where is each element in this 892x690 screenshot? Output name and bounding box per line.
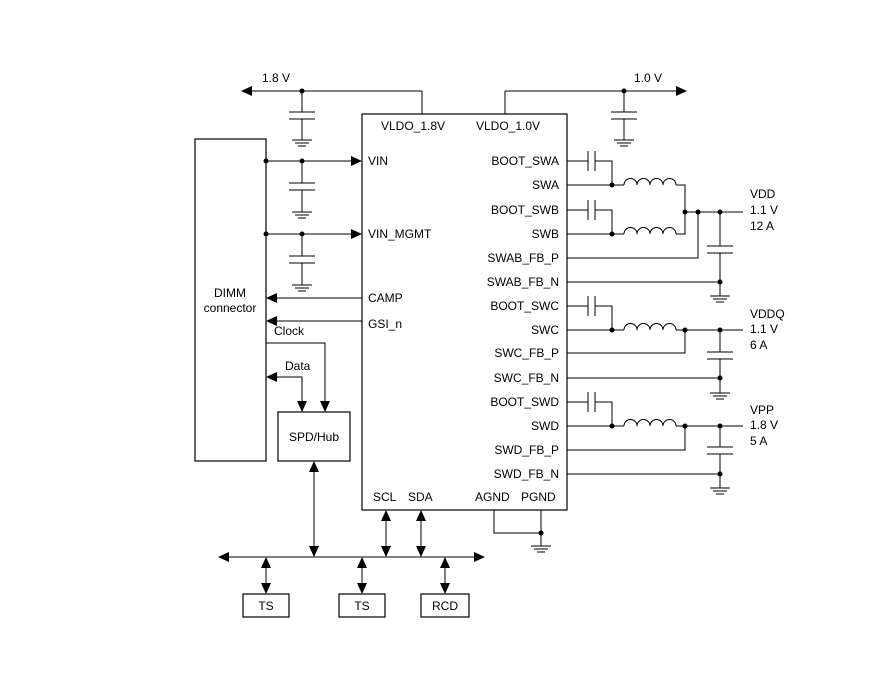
vddq-name: VDDQ xyxy=(750,307,785,321)
clock-net: Clock xyxy=(266,324,330,412)
vdd-name: VDD xyxy=(750,187,776,201)
i2c-bus xyxy=(218,461,485,594)
pin-swab-fb-n: SWAB_FB_N xyxy=(487,275,559,289)
pin-vldo-1v0: VLDO_1.0V xyxy=(476,119,540,133)
ts-device-2 xyxy=(338,593,386,618)
pin-swab-fb-p: SWAB_FB_P xyxy=(487,251,559,265)
rail-1v0: 1.0 V xyxy=(504,71,687,147)
rail-1v8-label: 1.8 V xyxy=(262,71,290,85)
ts-device-2-label: TS xyxy=(354,599,369,613)
pin-boot-swa: BOOT_SWA xyxy=(491,154,559,168)
rail-1v0-label: 1.0 V xyxy=(634,71,662,85)
pin-boot-swb: BOOT_SWB xyxy=(491,203,559,217)
vdd-voltage: 1.1 V xyxy=(750,203,778,217)
vdd-output: VDD 1.1 V 12 A xyxy=(567,187,778,303)
pin-swd-fb-p: SWD_FB_P xyxy=(494,443,559,457)
rcd-device xyxy=(420,593,470,618)
vin-mgmt-net xyxy=(263,229,362,292)
rail-1v8: 1.8 V xyxy=(241,71,423,147)
pin-swa: SWA xyxy=(532,178,559,192)
pin-vin: VIN xyxy=(368,154,388,168)
phase-c: VDDQ 1.1 V 6 A xyxy=(567,296,785,400)
pin-swc-fb-p: SWC_FB_P xyxy=(494,346,559,360)
phase-a xyxy=(567,151,686,212)
pin-sda: SDA xyxy=(408,490,433,504)
pin-swd: SWD xyxy=(531,419,559,433)
clock-label: Clock xyxy=(274,324,305,338)
pin-vldo-1v8: VLDO_1.8V xyxy=(381,119,445,133)
pin-boot-swd: BOOT_SWD xyxy=(490,395,559,409)
vddq-current: 6 A xyxy=(750,338,767,352)
pin-swc: SWC xyxy=(531,323,559,337)
phase-b xyxy=(567,200,686,237)
vin-net xyxy=(263,156,362,219)
dimm-label-line1: DIMM xyxy=(214,286,246,300)
pin-swd-fb-n: SWD_FB_N xyxy=(494,467,559,481)
pmic-ground xyxy=(493,510,551,553)
data-label: Data xyxy=(285,359,311,373)
ts-device-1-label: TS xyxy=(258,599,273,613)
pin-agnd: AGND xyxy=(475,490,510,504)
right-pin-labels: BOOT_SWA SWA BOOT_SWB SWB SWAB_FB_P SWAB… xyxy=(487,154,560,481)
data-net: Data xyxy=(266,359,311,412)
pin-vin-mgmt: VIN_MGMT xyxy=(368,227,432,241)
gsi-net xyxy=(266,316,362,326)
vpp-current: 5 A xyxy=(750,434,767,448)
pin-boot-swc: BOOT_SWC xyxy=(490,299,559,313)
pin-gsi-n: GSI_n xyxy=(368,317,402,331)
spd-hub xyxy=(277,411,351,462)
dimm-connector xyxy=(194,138,267,462)
rcd-device-label: RCD xyxy=(432,599,458,613)
vddq-voltage: 1.1 V xyxy=(750,322,778,336)
ts-device-1 xyxy=(242,593,290,618)
pmic-chip xyxy=(361,113,568,511)
camp-net xyxy=(266,293,362,303)
vpp-voltage: 1.8 V xyxy=(750,418,778,432)
pin-swb: SWB xyxy=(532,227,559,241)
spd-hub-label: SPD/Hub xyxy=(289,430,339,444)
phase-d: VPP 1.8 V 5 A xyxy=(567,392,778,495)
vdd-current: 12 A xyxy=(750,219,774,233)
dimm-label-line2: connector xyxy=(204,301,257,315)
pin-camp: CAMP xyxy=(368,291,403,305)
pin-swc-fb-n: SWC_FB_N xyxy=(494,371,559,385)
pin-pgnd: PGND xyxy=(521,490,556,504)
vpp-name: VPP xyxy=(750,403,774,417)
pin-scl: SCL xyxy=(373,490,397,504)
